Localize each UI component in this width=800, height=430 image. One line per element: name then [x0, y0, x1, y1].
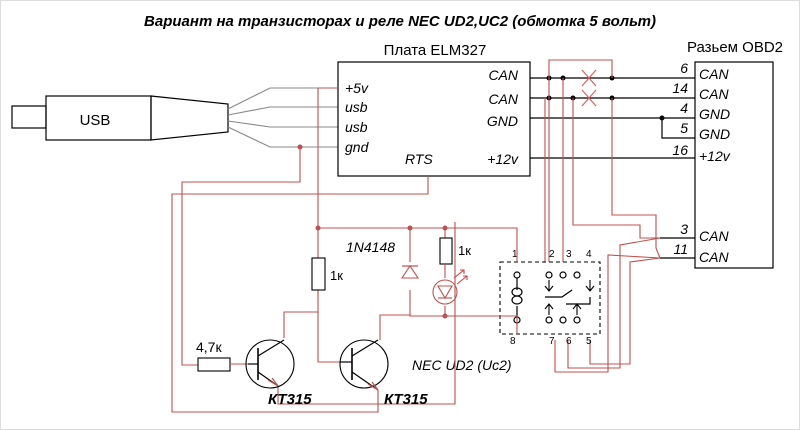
- led-icon: [432, 279, 458, 305]
- transistor-q1-label: КТ315: [268, 391, 312, 408]
- relay-label: NEC UD2 (Uc2): [412, 357, 512, 373]
- relay-pin2-label: 2: [549, 249, 555, 260]
- elm-pin-12v: +12v: [487, 151, 519, 167]
- usb-strain-relief: [150, 95, 229, 141]
- usb-label: USB: [80, 112, 111, 129]
- obd-pin14-name: CAN: [699, 86, 729, 102]
- obd-pin3-num: 3: [680, 221, 688, 237]
- led-indicator: 1к: [432, 237, 471, 305]
- relay-pin8-label: 8: [510, 336, 516, 347]
- obd-pin11-num: 11: [673, 241, 688, 257]
- elm327-label: Плата ELM327: [384, 42, 487, 59]
- resistor-1k-label: 1к: [330, 268, 343, 283]
- transistor-q1: КТ315: [245, 339, 312, 408]
- relay-pin3-label: 3: [566, 249, 572, 260]
- transistor-q2-label: КТ315: [384, 391, 428, 408]
- relay-outline: [499, 261, 601, 335]
- resistor-4k7-label: 4,7к: [196, 339, 222, 355]
- obd2-label: Разьем OBD2: [687, 39, 783, 56]
- elm327-board: Плата ELM327 +5v usb usb gnd CAN CAN GND…: [337, 42, 531, 177]
- relay-pin1-label: 1: [512, 249, 518, 260]
- elm-pin-5v: +5v: [345, 80, 369, 96]
- resistor-1k: 1к: [311, 257, 343, 291]
- obd-pin16-name: +12v: [699, 148, 731, 164]
- relay-can-wiring: [544, 59, 661, 373]
- obd-pin4-name: GND: [699, 106, 730, 122]
- control-wiring: [171, 87, 518, 413]
- relay-pin6-label: 6: [566, 336, 572, 347]
- obd-pin5-num: 5: [680, 120, 688, 136]
- usb-plug: USB: [11, 95, 229, 141]
- relay-pin4-label: 4: [586, 249, 592, 260]
- elm-pin-gnd: gnd: [345, 139, 370, 155]
- relay-pin7-label: 7: [549, 336, 555, 347]
- elm327-outline: [337, 61, 531, 177]
- diagram-title: Вариант на транзисторах и реле NEC UD2,U…: [144, 13, 656, 30]
- elm-pin-rts: RTS: [405, 151, 433, 167]
- obd-pin11-name: CAN: [699, 249, 729, 265]
- obd-pin6-num: 6: [680, 60, 688, 76]
- obd-pin6-name: CAN: [699, 66, 729, 82]
- obd-pin3-name: CAN: [699, 228, 729, 244]
- elm-pin-gnd-right: GND: [487, 113, 518, 129]
- usb-tip: [11, 105, 47, 129]
- elm-pin-can-l: CAN: [488, 91, 518, 107]
- obd-pin14-num: 14: [672, 80, 688, 96]
- diode-1n4148: 1N4148: [346, 239, 420, 279]
- obd2-connector: Разьем OBD2 CAN CAN GND GND +12v CAN CAN…: [672, 39, 783, 269]
- usb-cable: [227, 87, 338, 148]
- can-break-marks: [581, 69, 597, 107]
- led-resistor-label: 1к: [458, 243, 471, 258]
- elm-pin-usb2: usb: [345, 119, 368, 135]
- resistor-4k7: 4,7к: [196, 339, 248, 372]
- obd-pin4-num: 4: [680, 100, 688, 116]
- elm-pin-can-h: CAN: [488, 67, 518, 83]
- relay-pin5-label: 5: [586, 336, 592, 347]
- obd-pin16-num: 16: [672, 142, 688, 158]
- obd2-outline: [694, 61, 774, 269]
- diode-label: 1N4148: [346, 239, 395, 255]
- relay: 1 2 3 4 8 7 6 5 NEC UD2 (Uc2): [412, 249, 601, 373]
- relay-coil: [511, 278, 523, 317]
- elm-pin-usb1: usb: [345, 99, 368, 115]
- led-resistor: [439, 237, 453, 265]
- transistor-q2: КТ315: [339, 339, 428, 408]
- obd-pin5-name: GND: [699, 126, 730, 142]
